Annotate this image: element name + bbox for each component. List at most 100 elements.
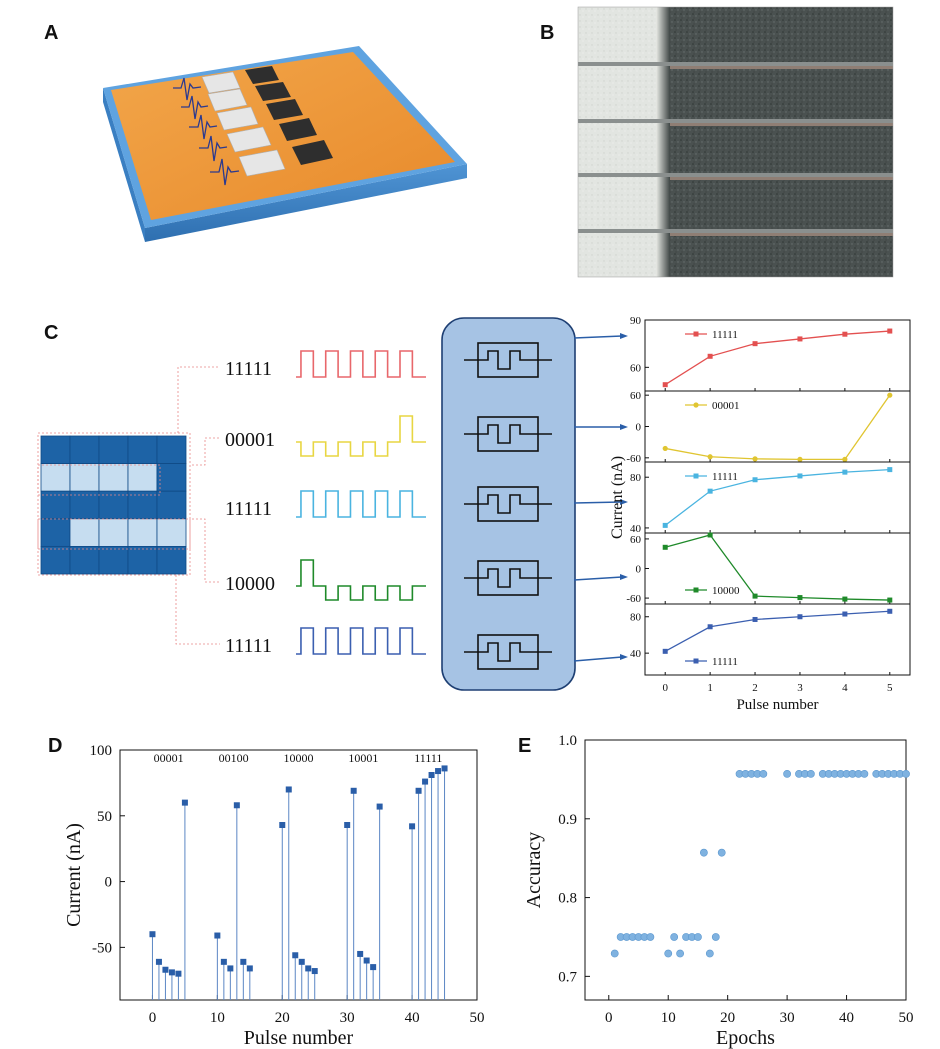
legend-label: 00001: [712, 400, 740, 412]
output-arrow: [573, 333, 628, 339]
legend-marker: [693, 473, 699, 479]
grid-cell: [98, 518, 129, 547]
data-point: [662, 382, 668, 388]
subplot-frame: [644, 532, 911, 605]
pulse-trains: [296, 350, 426, 655]
x-tick-label: 10: [210, 1010, 225, 1026]
data-point: [887, 328, 893, 334]
pulse-train: [296, 490, 426, 518]
data-point: [842, 331, 848, 337]
grid-cell: [40, 435, 71, 465]
highlight-frame: [37, 518, 191, 550]
plot-frame: [584, 739, 907, 1001]
panel-label-d: D: [48, 735, 63, 757]
substrate-front-side: [145, 164, 467, 242]
data-point: [797, 473, 803, 479]
series-line: [665, 534, 890, 601]
y-tick-label: 60: [630, 390, 642, 402]
memristor-symbol: [464, 560, 552, 596]
data-point: [752, 616, 758, 622]
y-tick-label: 100: [90, 743, 113, 759]
data-point: [902, 769, 910, 778]
stem-marker: [305, 965, 312, 972]
grid-cell: [69, 545, 100, 575]
data-point: [759, 769, 768, 778]
grid-cell: [156, 463, 187, 492]
grid-cell: [156, 490, 187, 520]
connector-line: [175, 575, 220, 645]
stem-marker: [214, 932, 221, 939]
stem-marker: [168, 969, 175, 976]
data-point: [707, 454, 713, 460]
grid-cell: [127, 490, 158, 520]
subplot-frame: [644, 390, 911, 463]
stem-marker: [149, 931, 156, 938]
memristor-symbols: [464, 342, 552, 670]
y-tick-label: 0: [636, 564, 642, 576]
y-tick-label: 80: [630, 612, 642, 624]
grid-cell: [40, 490, 71, 520]
stem-marker: [415, 787, 422, 794]
data-point: [797, 595, 803, 601]
subplot-frame: [644, 603, 911, 676]
data-point: [694, 933, 702, 941]
panel-label-e: E: [518, 735, 532, 757]
pixel-grid: [40, 435, 187, 575]
x-tick-label: 3: [797, 682, 803, 694]
x-axis-label: Pulse number: [736, 697, 818, 713]
data-point: [707, 488, 713, 494]
stem-marker: [363, 957, 370, 964]
y-tick-label: 0: [636, 422, 642, 434]
stem-marker: [428, 772, 435, 778]
substrate-left-side: [103, 88, 145, 242]
data-point: [842, 611, 848, 617]
stem-marker: [350, 787, 357, 794]
pulse-train: [296, 350, 426, 378]
output-arrow: [573, 654, 628, 662]
stem-marker: [181, 799, 188, 806]
stem-marker: [376, 803, 383, 810]
data-point: [860, 769, 869, 778]
panel-label-b: B: [540, 22, 555, 44]
data-point: [797, 456, 803, 462]
data-point: [699, 848, 708, 857]
data-point: [707, 624, 713, 630]
grid-cell: [127, 545, 158, 575]
connector-line: [177, 366, 220, 433]
memristor-symbol: [464, 634, 552, 670]
legend-label: 11111: [712, 329, 738, 341]
x-tick-label: 0: [149, 1010, 157, 1026]
y-tick-label: -60: [626, 593, 641, 605]
x-axis-label: Epochs: [716, 1027, 775, 1049]
output-arrows: [573, 333, 628, 662]
stem-marker: [246, 965, 253, 972]
grid-cell: [98, 435, 129, 465]
grid-cell: [98, 463, 129, 492]
stem-marker: [155, 958, 162, 965]
data-point: [676, 949, 685, 958]
y-tick-label: 40: [630, 648, 642, 660]
stem-marker: [344, 822, 351, 828]
y-tick-label: 1.0: [558, 733, 577, 749]
code-group: 00001: [149, 751, 188, 1000]
code-group: 00100: [214, 751, 253, 1000]
connector-line: [192, 437, 220, 466]
data-point: [646, 933, 655, 941]
data-point: [662, 445, 668, 452]
data-point: [752, 477, 758, 483]
group-label: 00001: [154, 751, 184, 765]
device-array-box: [441, 317, 576, 691]
panel-label-a: A: [44, 22, 59, 44]
stem-marker: [292, 952, 299, 959]
x-tick-label: 1: [707, 682, 713, 694]
electrode-pads: [201, 66, 333, 177]
data-point: [797, 336, 803, 342]
data-point: [670, 933, 679, 941]
grid-cell: [40, 518, 71, 547]
code-label: 11111: [225, 635, 272, 657]
connector-line: [192, 518, 220, 583]
